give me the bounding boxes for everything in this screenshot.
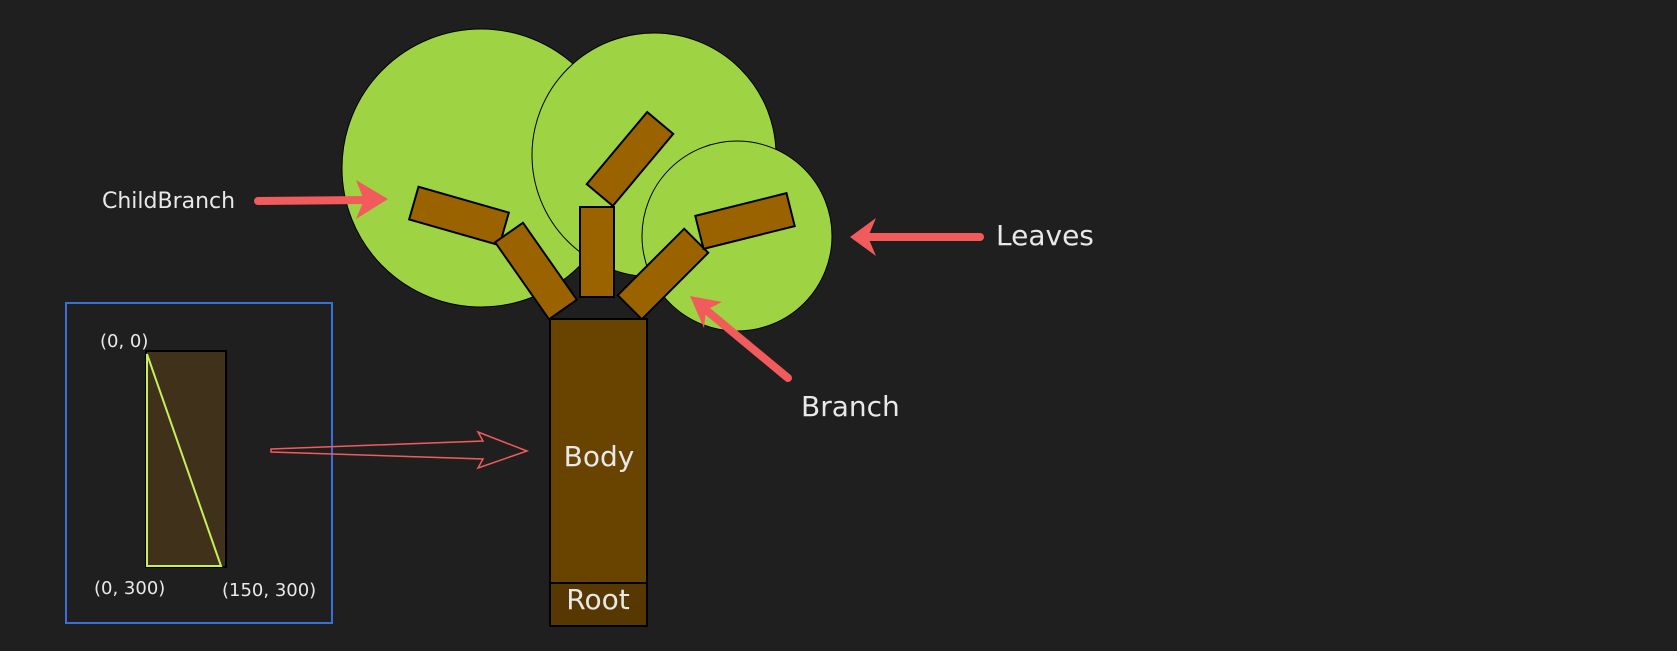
body-label: Body [564, 440, 635, 473]
child-branch-right-upper [694, 191, 796, 251]
inset-triangle [146, 353, 223, 567]
inset-label-bottom-right: (150, 300) [222, 580, 316, 601]
leaves-label: Leaves [996, 219, 1094, 252]
coordinate-inset: (0, 0) (0, 300) (150, 300) [65, 302, 333, 624]
leaves-arrow [850, 218, 984, 256]
inset-border [65, 302, 333, 624]
child-branch-arrow [254, 180, 388, 219]
child-branch-center-upper [585, 110, 675, 208]
root-label: Root [566, 583, 629, 616]
child-branch-label: ChildBranch [102, 189, 235, 214]
inset-to-body-arrow [270, 430, 530, 470]
child-branch-center-lower [579, 206, 615, 298]
child-branch-left-upper [407, 185, 511, 247]
branch-label: Branch [801, 390, 900, 423]
child-branch-left-lower [493, 221, 579, 321]
child-branches [407, 110, 796, 321]
inset-label-bottom-left: (0, 300) [94, 578, 165, 599]
child-branch-right-lower [616, 227, 710, 321]
tree-body [549, 318, 648, 584]
branch-arrow [690, 296, 792, 382]
tree-root [549, 582, 648, 627]
inset-label-top-left: (0, 0) [100, 331, 148, 352]
